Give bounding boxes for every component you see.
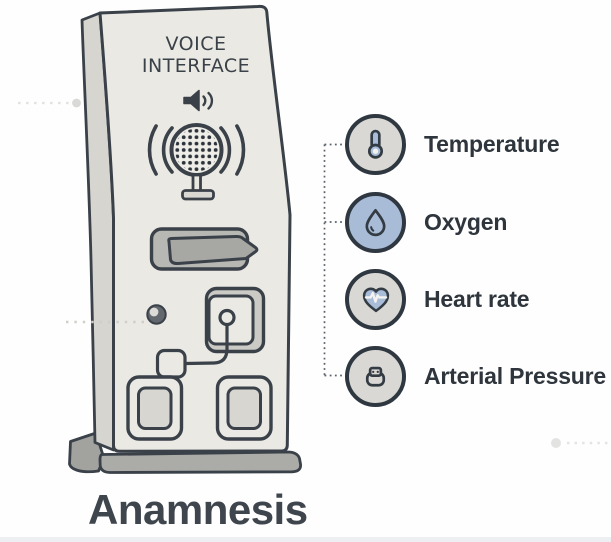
thermometer-icon [367, 129, 384, 159]
pad-left [126, 375, 184, 441]
kiosk-device [66, 4, 292, 453]
caption-anamnesis: Anamnesis [88, 486, 308, 533]
card [167, 234, 259, 266]
legend-item-temperature: Temperature [345, 113, 560, 176]
legend-item-label: Heart rate [424, 285, 530, 312]
pad-right [215, 375, 273, 441]
legend-item-label: Arterial Pressure [424, 362, 606, 389]
legend-connector-dotted-line [323, 143, 344, 377]
legend-icon-circle [345, 114, 406, 175]
legend-item-oxygen: Oxygen [345, 191, 507, 254]
card-slot [149, 227, 259, 271]
speaker-icon [183, 89, 214, 112]
heart-pulse-icon [362, 287, 389, 313]
legend-item-heart-rate: Heart rate [345, 268, 530, 331]
device-base [68, 431, 302, 474]
legend-item-label: Oxygen [424, 208, 508, 235]
legend-item-arterial-pressure: Arterial Pressure [345, 345, 606, 408]
voice-interface-label: VOICE INTERFACE [141, 33, 251, 77]
bp-monitor-icon [365, 366, 386, 387]
bottom-edge-strip [0, 537, 611, 542]
legend-item-label: Temperature [424, 131, 560, 157]
decorative-dotted-line-bottom-right [551, 438, 610, 448]
microphone-icon [147, 123, 246, 201]
decorative-dotted-line-top-left [18, 98, 81, 108]
handset-holder [204, 286, 266, 354]
knob [146, 304, 167, 325]
legend-icon-circle [345, 268, 406, 330]
legend-icon-circle [345, 345, 406, 407]
droplet-icon [365, 208, 386, 236]
legend-icon-circle [345, 191, 406, 253]
